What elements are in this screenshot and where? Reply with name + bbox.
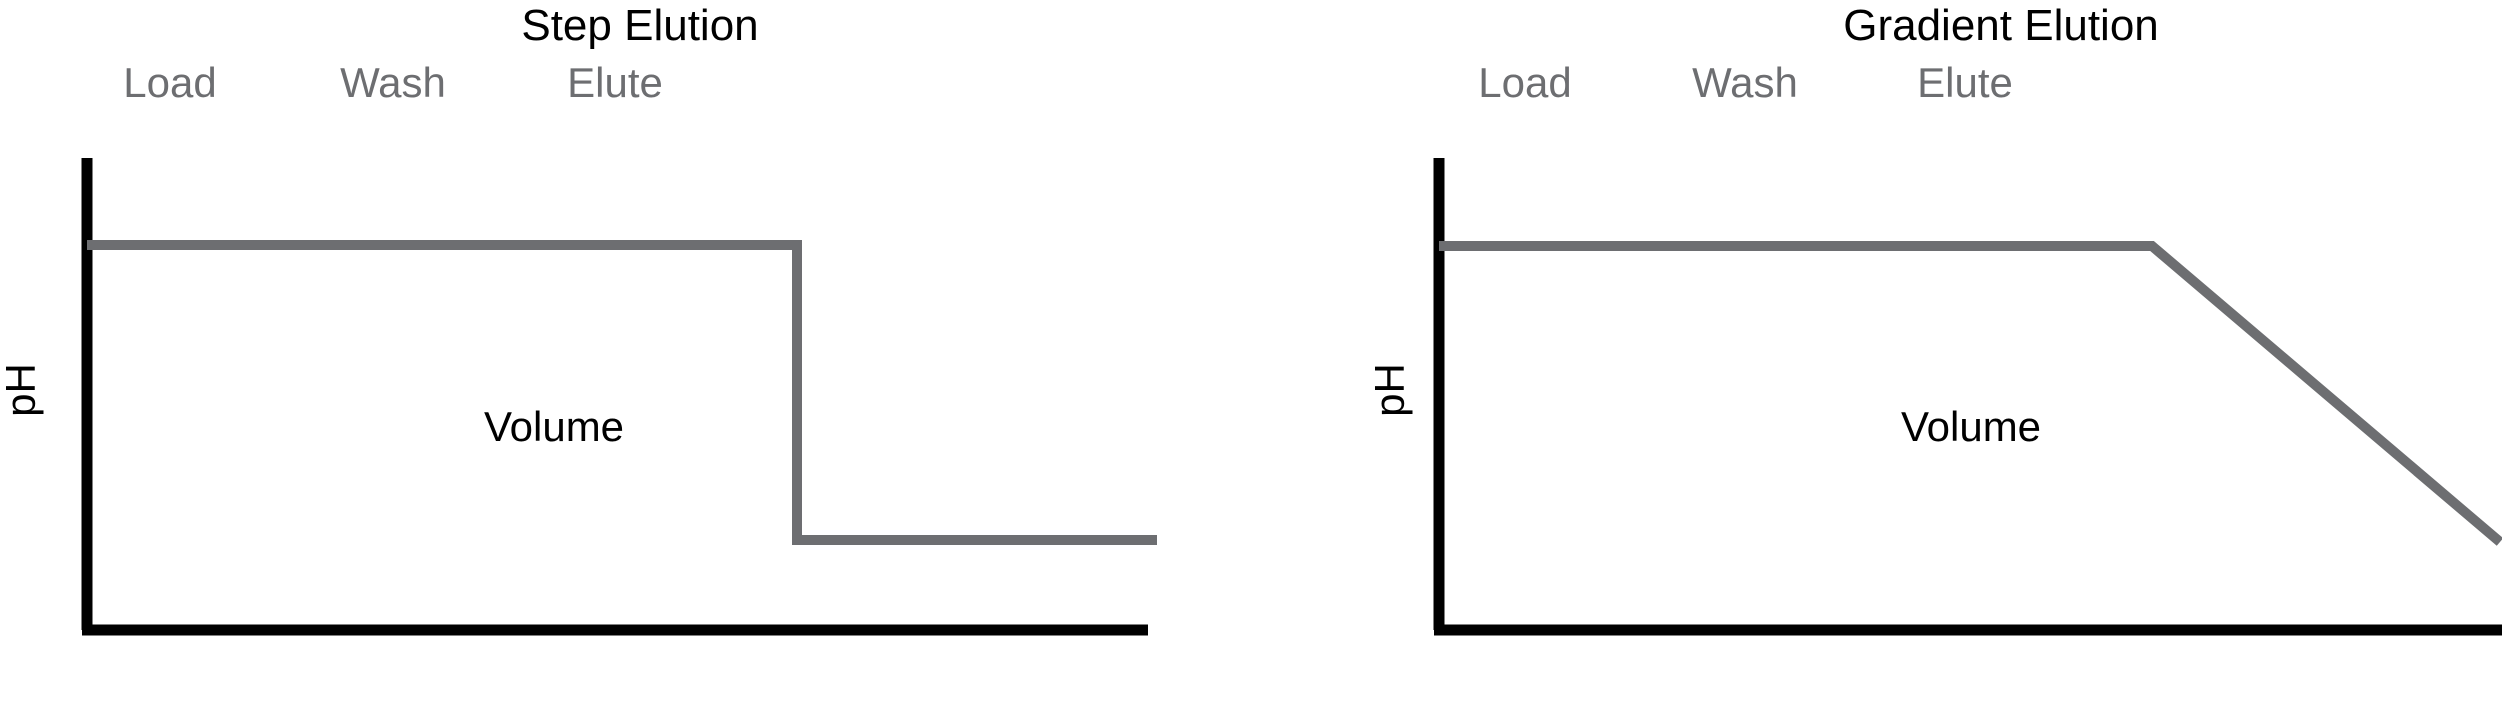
chart-panel-gradient-elution: Gradient Elution Load Wash Elute Volume … xyxy=(1251,0,2502,723)
phase-label-elute-gradient: Elute xyxy=(1917,59,2013,106)
ph-gradient-trace xyxy=(1439,241,2502,546)
chart-title-gradient-elution: Gradient Elution xyxy=(1843,1,2159,50)
phase-label-load-step: Load xyxy=(123,59,217,106)
y-axis-label-ph-gradient: pH xyxy=(1366,363,1413,417)
phase-label-elute-step: Elute xyxy=(567,59,663,106)
phase-label-load-gradient: Load xyxy=(1478,59,1572,106)
chart-title-step-elution: Step Elution xyxy=(521,1,759,50)
x-axis-label-volume-step: Volume xyxy=(483,403,625,450)
chart-panel-step-elution: Step Elution Load Wash Elute Volume pH xyxy=(0,1,1157,636)
ph-step-trace xyxy=(87,240,1157,545)
x-axis-label-volume-gradient: Volume xyxy=(1900,403,2042,450)
phase-label-wash-gradient: Wash xyxy=(1692,59,1798,106)
y-axis-label-ph-step: pH xyxy=(0,363,44,417)
gradient-elution-plot-svg xyxy=(1433,158,2502,636)
phase-label-wash-step: Wash xyxy=(340,59,446,106)
step-elution-plot-svg xyxy=(81,158,1157,636)
